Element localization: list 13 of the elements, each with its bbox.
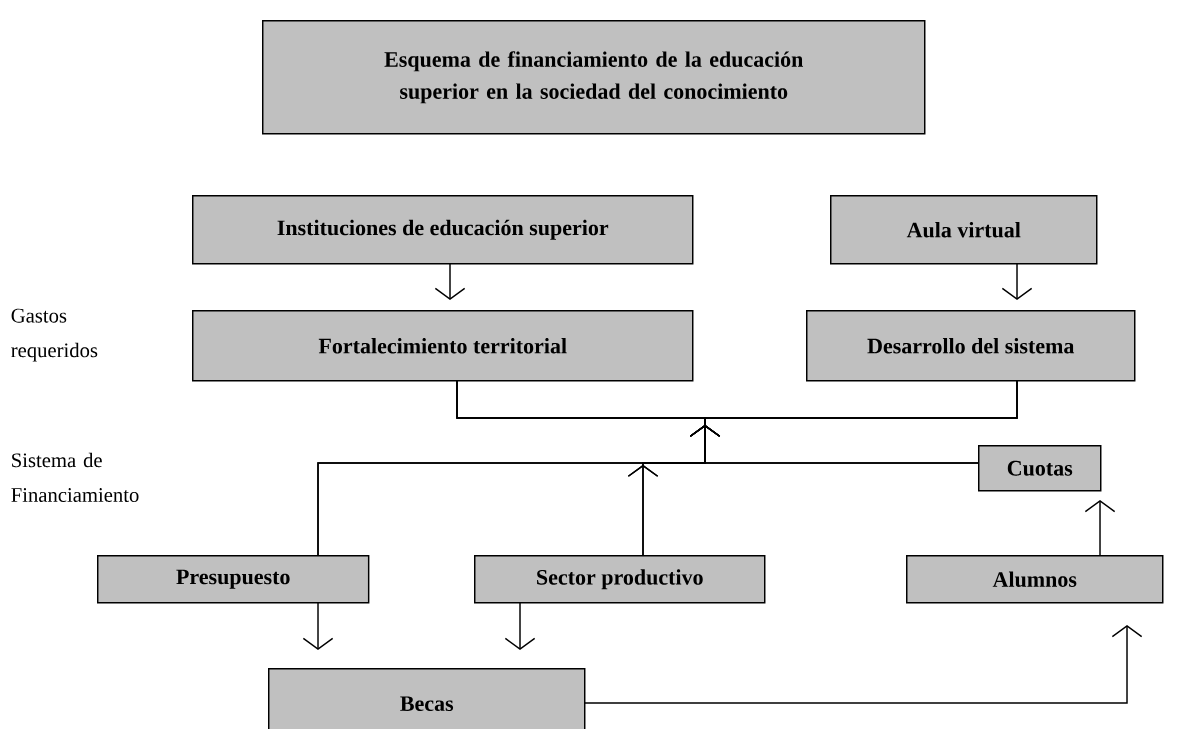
process-box: Sector productivo bbox=[474, 555, 766, 604]
title-box: Esquema de financiamiento de la educación superior en la sociedad del conocimiento bbox=[262, 20, 926, 135]
process-box: Alumnos bbox=[906, 555, 1164, 604]
process-box: Becas bbox=[268, 668, 586, 729]
side-label: Sistema de Financiamiento bbox=[11, 452, 139, 502]
process-box: Aula virtual bbox=[830, 195, 1098, 265]
process-box: Desarrollo del sistema bbox=[806, 310, 1136, 382]
arrow bbox=[583, 625, 1143, 704]
process-box: Fortalecimiento territorial bbox=[192, 310, 694, 382]
process-box: Instituciones de educación superior bbox=[192, 195, 694, 265]
side-label: Gastos requeridos bbox=[11, 308, 98, 362]
process-box: Cuotas bbox=[978, 445, 1102, 492]
process-box: Presupuesto bbox=[97, 555, 370, 604]
